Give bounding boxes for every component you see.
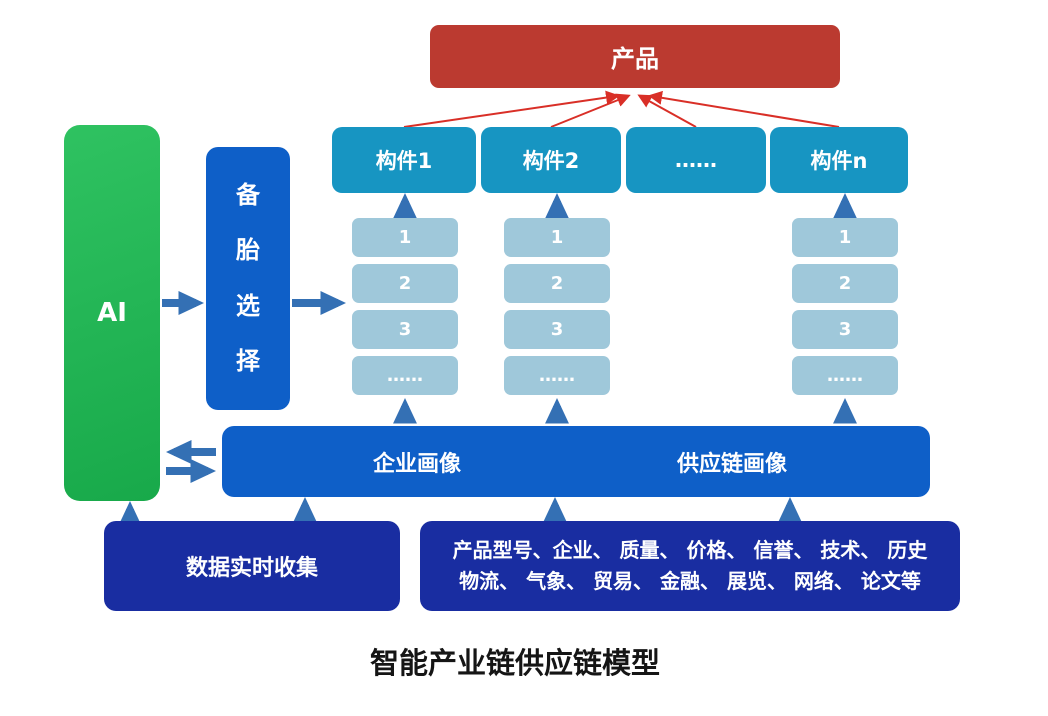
candidate-cell: 2 <box>504 264 610 303</box>
data-sources-node: 产品型号、企业、 质量、 价格、 信誉、 技术、 历史 物流、 气象、 贸易、 … <box>420 521 960 611</box>
candidate-cell: 1 <box>352 218 458 257</box>
ai-node: AI <box>64 125 160 501</box>
candidate-cell: 1 <box>792 218 898 257</box>
candidate-cell-label: 2 <box>838 273 852 294</box>
candidate-cell: 3 <box>352 310 458 349</box>
candidate-cell-label: 3 <box>398 319 412 340</box>
candidate-cell-label: …… <box>827 365 863 386</box>
component-n-label: 构件n <box>810 149 868 173</box>
ai-label: AI <box>97 298 127 328</box>
candidate-cell: 2 <box>792 264 898 303</box>
candidate-cell-label: 3 <box>838 319 852 340</box>
portrait-bar: 企业画像 供应链画像 <box>222 426 930 497</box>
candidate-cell: …… <box>504 356 610 395</box>
component-1-node: 构件1 <box>332 127 476 193</box>
candidate-cell-label: 1 <box>550 227 564 248</box>
data-collection-node: 数据实时收集 <box>104 521 400 611</box>
candidate-cell: …… <box>352 356 458 395</box>
component-ellipsis-label: …… <box>675 148 717 172</box>
component-2-node: 构件2 <box>481 127 621 193</box>
enterprise-portrait-label: 企业画像 <box>372 451 461 477</box>
data-sources-line1: 产品型号、企业、 质量、 价格、 信誉、 技术、 历史 <box>452 538 928 562</box>
component-n-node: 构件n <box>770 127 908 193</box>
candidate-cell: 3 <box>504 310 610 349</box>
component-ellipsis-node: …… <box>626 127 766 193</box>
candidate-cell: 2 <box>352 264 458 303</box>
data-sources-line2: 物流、 气象、 贸易、 金融、 展览、 网络、 论文等 <box>459 569 921 593</box>
supply-chain-portrait-label: 供应链画像 <box>676 451 787 477</box>
product-label: 产品 <box>611 45 659 73</box>
data-collection-label: 数据实时收集 <box>185 556 318 581</box>
candidate-cell: …… <box>792 356 898 395</box>
product-node: 产品 <box>430 25 840 88</box>
candidate-cell: 1 <box>504 218 610 257</box>
red-line-component4-to-product <box>648 90 840 128</box>
backup-selection-node: 备胎选择 <box>206 147 290 410</box>
candidate-cell-label: 1 <box>398 227 412 248</box>
candidate-cell: 3 <box>792 310 898 349</box>
diagram-title: 智能产业链供应链模型 <box>369 646 660 680</box>
candidate-cell-label: …… <box>539 365 575 386</box>
red-line-component1-to-product <box>403 90 620 128</box>
red-line-component3-to-product <box>637 94 697 128</box>
component-2-label: 构件2 <box>522 149 580 173</box>
candidate-cell-label: 2 <box>550 273 564 294</box>
candidate-cell-label: …… <box>387 365 423 386</box>
backup-selection-label: 备胎选择 <box>236 181 260 375</box>
candidate-cell-label: 3 <box>550 319 564 340</box>
red-line-component2-to-product <box>550 93 631 128</box>
candidate-cell-label: 2 <box>398 273 412 294</box>
candidate-cell-label: 1 <box>838 227 852 248</box>
component-1-label: 构件1 <box>375 149 433 173</box>
